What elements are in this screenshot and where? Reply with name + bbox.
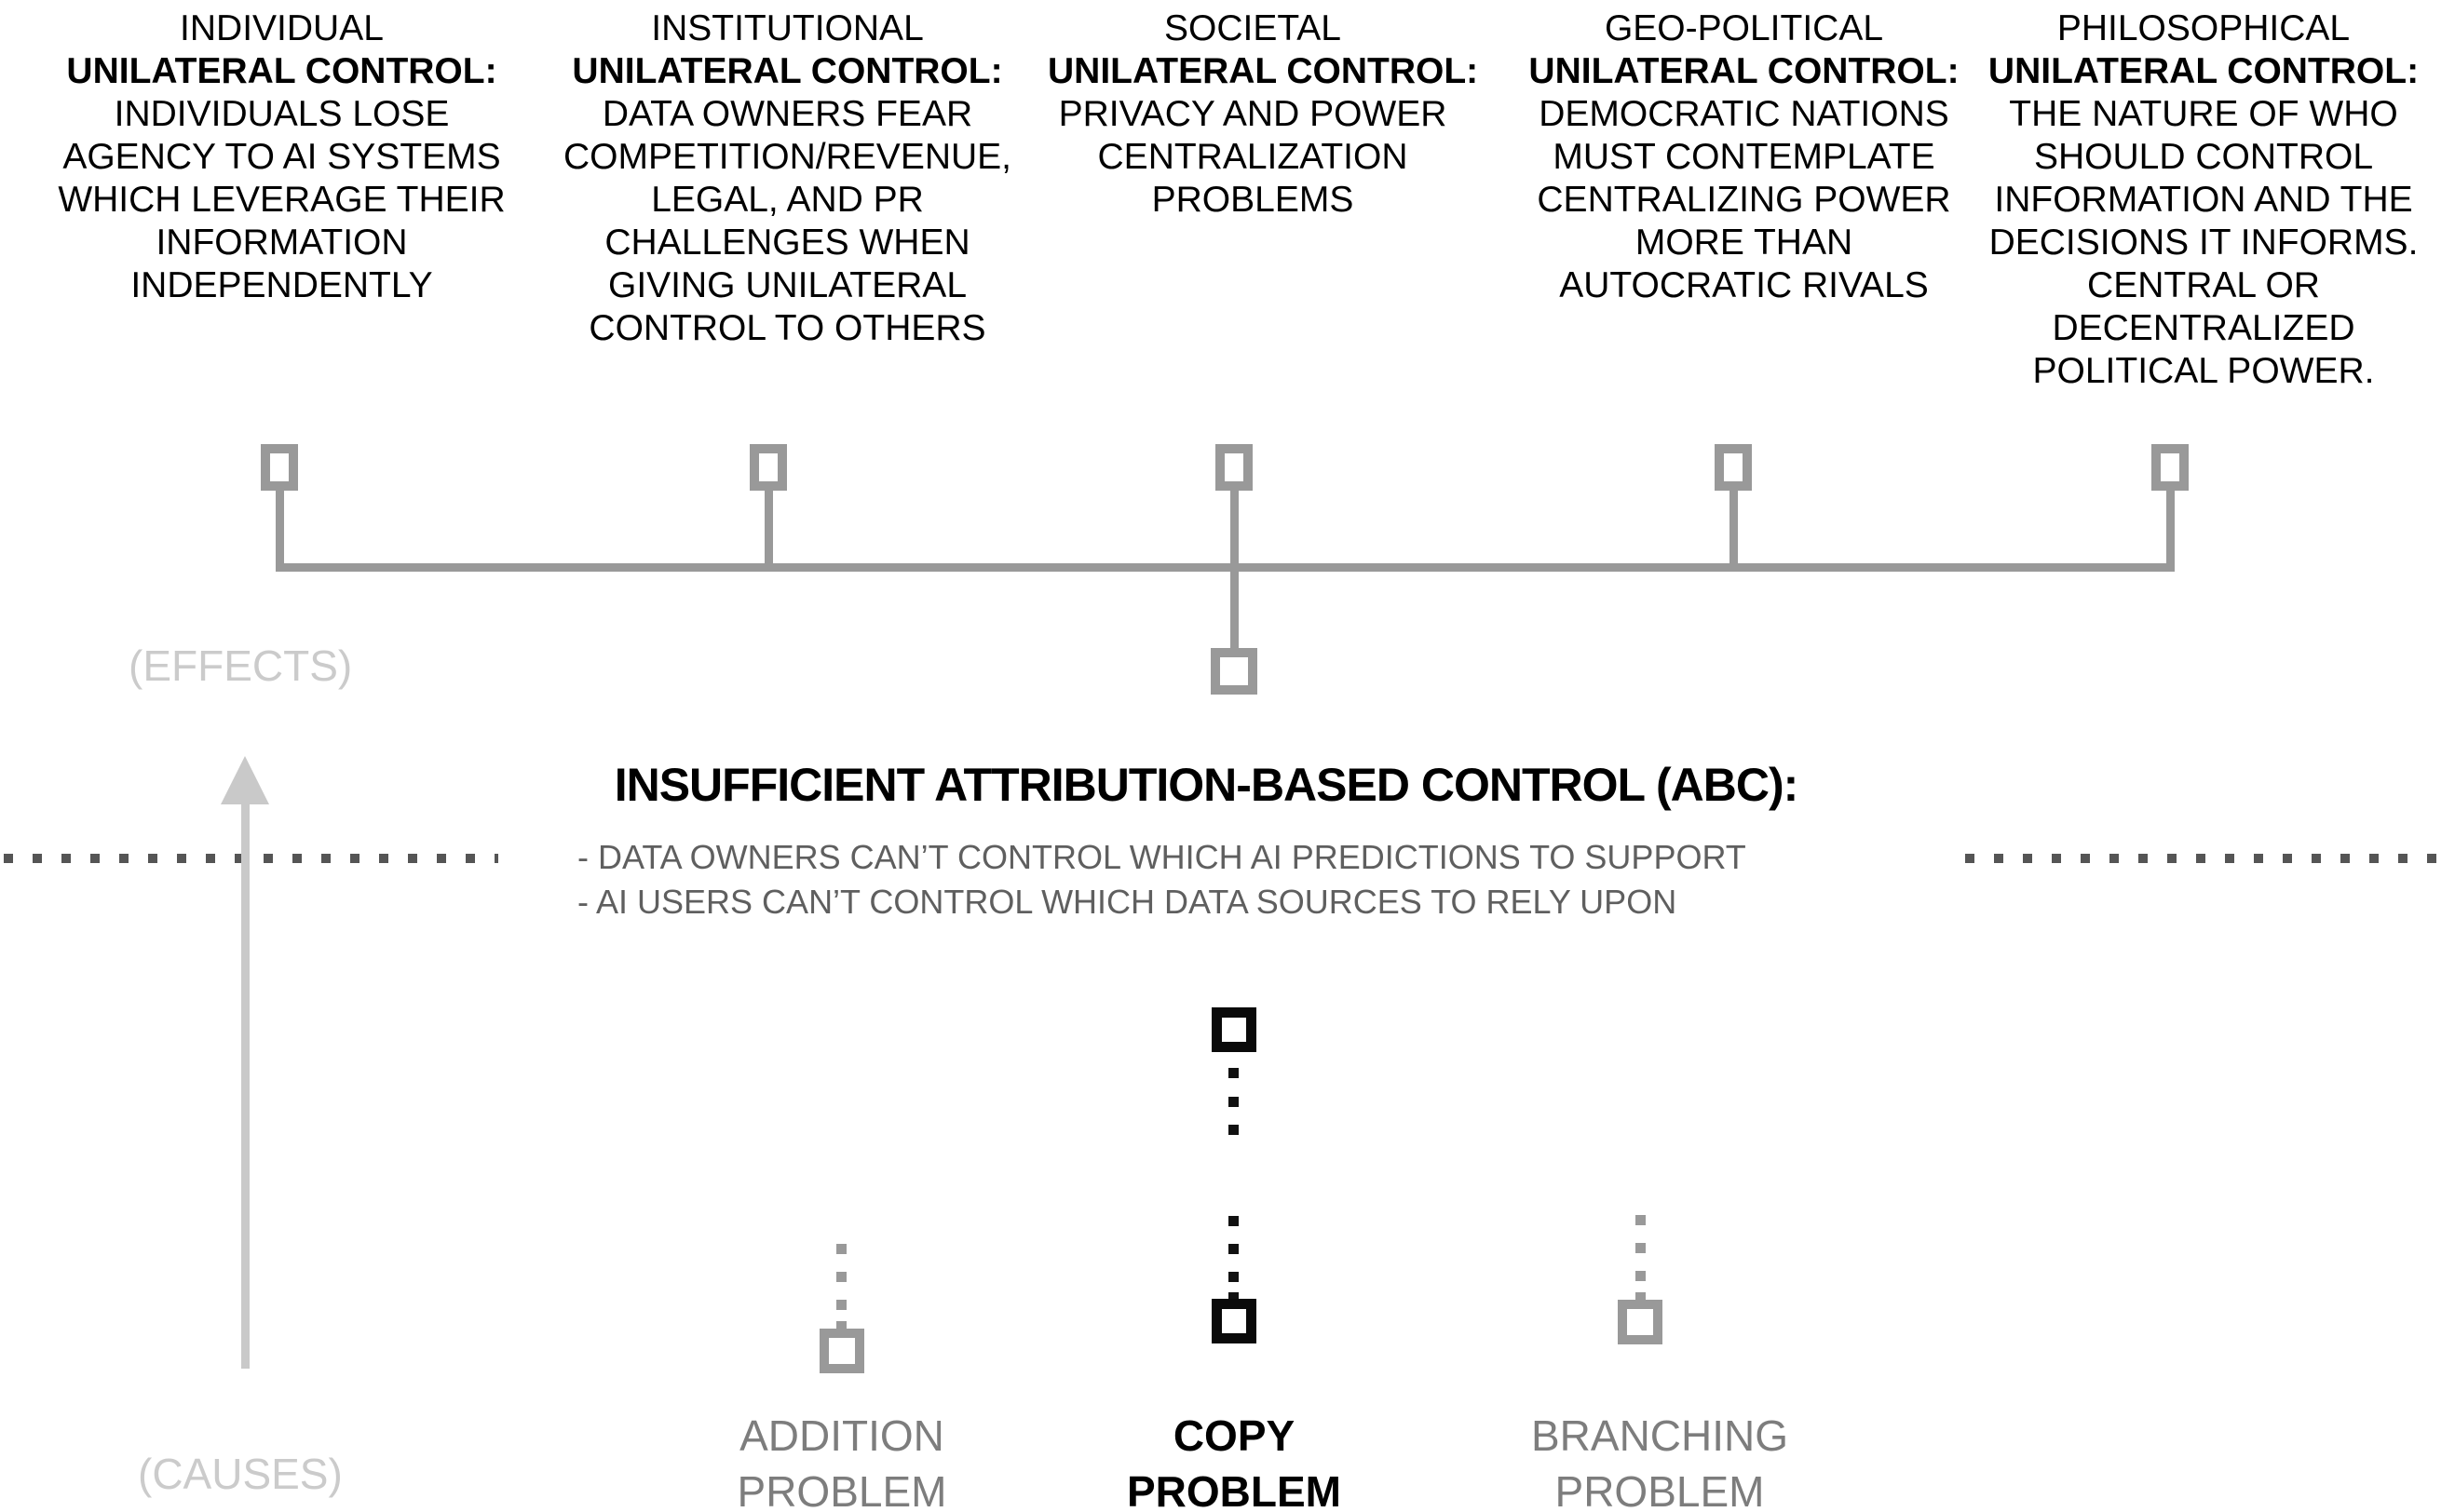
effect-column-societal: SOCIETAL UNILATERAL CONTROL: PRIVACY AND… xyxy=(1048,7,1479,222)
dotted-separator-right xyxy=(1965,854,2455,863)
addition-problem-label: ADDITION PROBLEM xyxy=(737,1411,947,1512)
bracket-stem-individual xyxy=(276,488,284,565)
copy-dotted-connector-dot xyxy=(1228,1097,1239,1107)
copy-dotted-connector-dot xyxy=(1228,1068,1239,1078)
causes-arrow-shaft xyxy=(241,801,250,1369)
effect-category: INSTITUTIONAL xyxy=(651,8,924,48)
effect-column-institutional: INSTITUTIONAL UNILATERAL CONTROL: DATA O… xyxy=(538,7,1037,350)
causes-arrow-up-icon xyxy=(221,756,269,804)
bracket-stem-geopolitical xyxy=(1729,488,1738,565)
copy-dotted-connector-dot xyxy=(1228,1125,1239,1135)
bracket-square-societal xyxy=(1215,444,1253,491)
bracket-square-individual xyxy=(261,444,298,491)
effect-body: DEMOCRATIC NATIONS MUST CONTEMPLATE CENT… xyxy=(1537,94,1951,305)
effect-category: GEO-POLITICAL xyxy=(1604,8,1884,48)
bracket-square-philosophical xyxy=(2151,444,2189,491)
copy-dotted-connector-dot xyxy=(1228,1244,1239,1254)
effect-body: THE NATURE OF WHO SHOULD CONTROL INFORMA… xyxy=(1988,94,2419,391)
branching-dotted-connector-dot xyxy=(1635,1271,1646,1281)
branching-problem-square xyxy=(1618,1300,1662,1344)
addition-problem-square xyxy=(820,1329,864,1373)
copy-dotted-connector-dot xyxy=(1228,1292,1239,1303)
effect-category: INDIVIDUAL xyxy=(180,8,384,48)
copy-problem-top-square xyxy=(1212,1007,1256,1052)
copy-dotted-connector-dot xyxy=(1228,1272,1239,1282)
effect-body: PRIVACY AND POWER CENTRALIZATION PROBLEM… xyxy=(1058,94,1447,220)
branching-dotted-connector-dot xyxy=(1635,1215,1646,1225)
abc-bullet-data-owners: - DATA OWNERS CAN’T CONTROL WHICH AI PRE… xyxy=(577,838,1746,876)
effect-category: SOCIETAL xyxy=(1164,8,1341,48)
effects-axis-label: (EFFECTS) xyxy=(129,641,353,690)
bracket-stem-philosophical xyxy=(2166,488,2175,565)
copy-dotted-connector-dot xyxy=(1228,1216,1239,1226)
effect-heading: UNILATERAL CONTROL: xyxy=(572,51,1003,91)
effect-heading: UNILATERAL CONTROL: xyxy=(66,51,497,91)
dotted-separator-left xyxy=(4,854,498,863)
effect-column-philosophical: PHILOSOPHICAL UNILATERAL CONTROL: THE NA… xyxy=(1953,7,2454,393)
causes-axis-label: (CAUSES) xyxy=(138,1450,343,1498)
bracket-square-institutional xyxy=(750,444,787,491)
bracket-horizontal-bar xyxy=(276,563,2175,572)
effect-column-individual: INDIVIDUAL UNILATERAL CONTROL: INDIVIDUA… xyxy=(37,7,526,307)
effect-heading: UNILATERAL CONTROL: xyxy=(1048,51,1479,91)
effect-body: INDIVIDUALS LOSE AGENCY TO AI SYSTEMS WH… xyxy=(58,94,506,305)
bracket-center-stem xyxy=(1230,572,1239,650)
bracket-stem-institutional xyxy=(765,488,773,565)
branching-dotted-connector-dot xyxy=(1635,1292,1646,1303)
effect-category: PHILOSOPHICAL xyxy=(2056,8,2351,48)
effect-heading: UNILATERAL CONTROL: xyxy=(1528,51,1960,91)
effect-column-geopolitical: GEO-POLITICAL UNILATERAL CONTROL: DEMOCR… xyxy=(1509,7,1979,307)
abc-bullet-ai-users: - AI USERS CAN’T CONTROL WHICH DATA SOUR… xyxy=(577,883,1677,921)
abc-title: INSUFFICIENT ATTRIBUTION-BASED CONTROL (… xyxy=(614,759,1799,811)
addition-dotted-connector-dot xyxy=(836,1321,847,1331)
copy-problem-label: COPY PROBLEM xyxy=(1127,1411,1341,1512)
copy-problem-bottom-square xyxy=(1212,1299,1256,1343)
addition-dotted-connector-dot xyxy=(836,1244,847,1254)
bracket-square-geopolitical xyxy=(1715,444,1752,491)
branching-problem-label: BRANCHING PROBLEM xyxy=(1530,1411,1789,1512)
bracket-hub-square xyxy=(1211,648,1257,695)
abc-bullets: - DATA OWNERS CAN’T CONTROL WHICH AI PRE… xyxy=(577,835,1746,925)
effect-body: DATA OWNERS FEAR COMPETITION/REVENUE, LE… xyxy=(563,94,1012,348)
branching-dotted-connector-dot xyxy=(1635,1243,1646,1253)
addition-dotted-connector-dot xyxy=(836,1300,847,1310)
bracket-stem-societal xyxy=(1230,488,1239,565)
effect-heading: UNILATERAL CONTROL: xyxy=(1987,51,2420,91)
addition-dotted-connector-dot xyxy=(836,1272,847,1282)
